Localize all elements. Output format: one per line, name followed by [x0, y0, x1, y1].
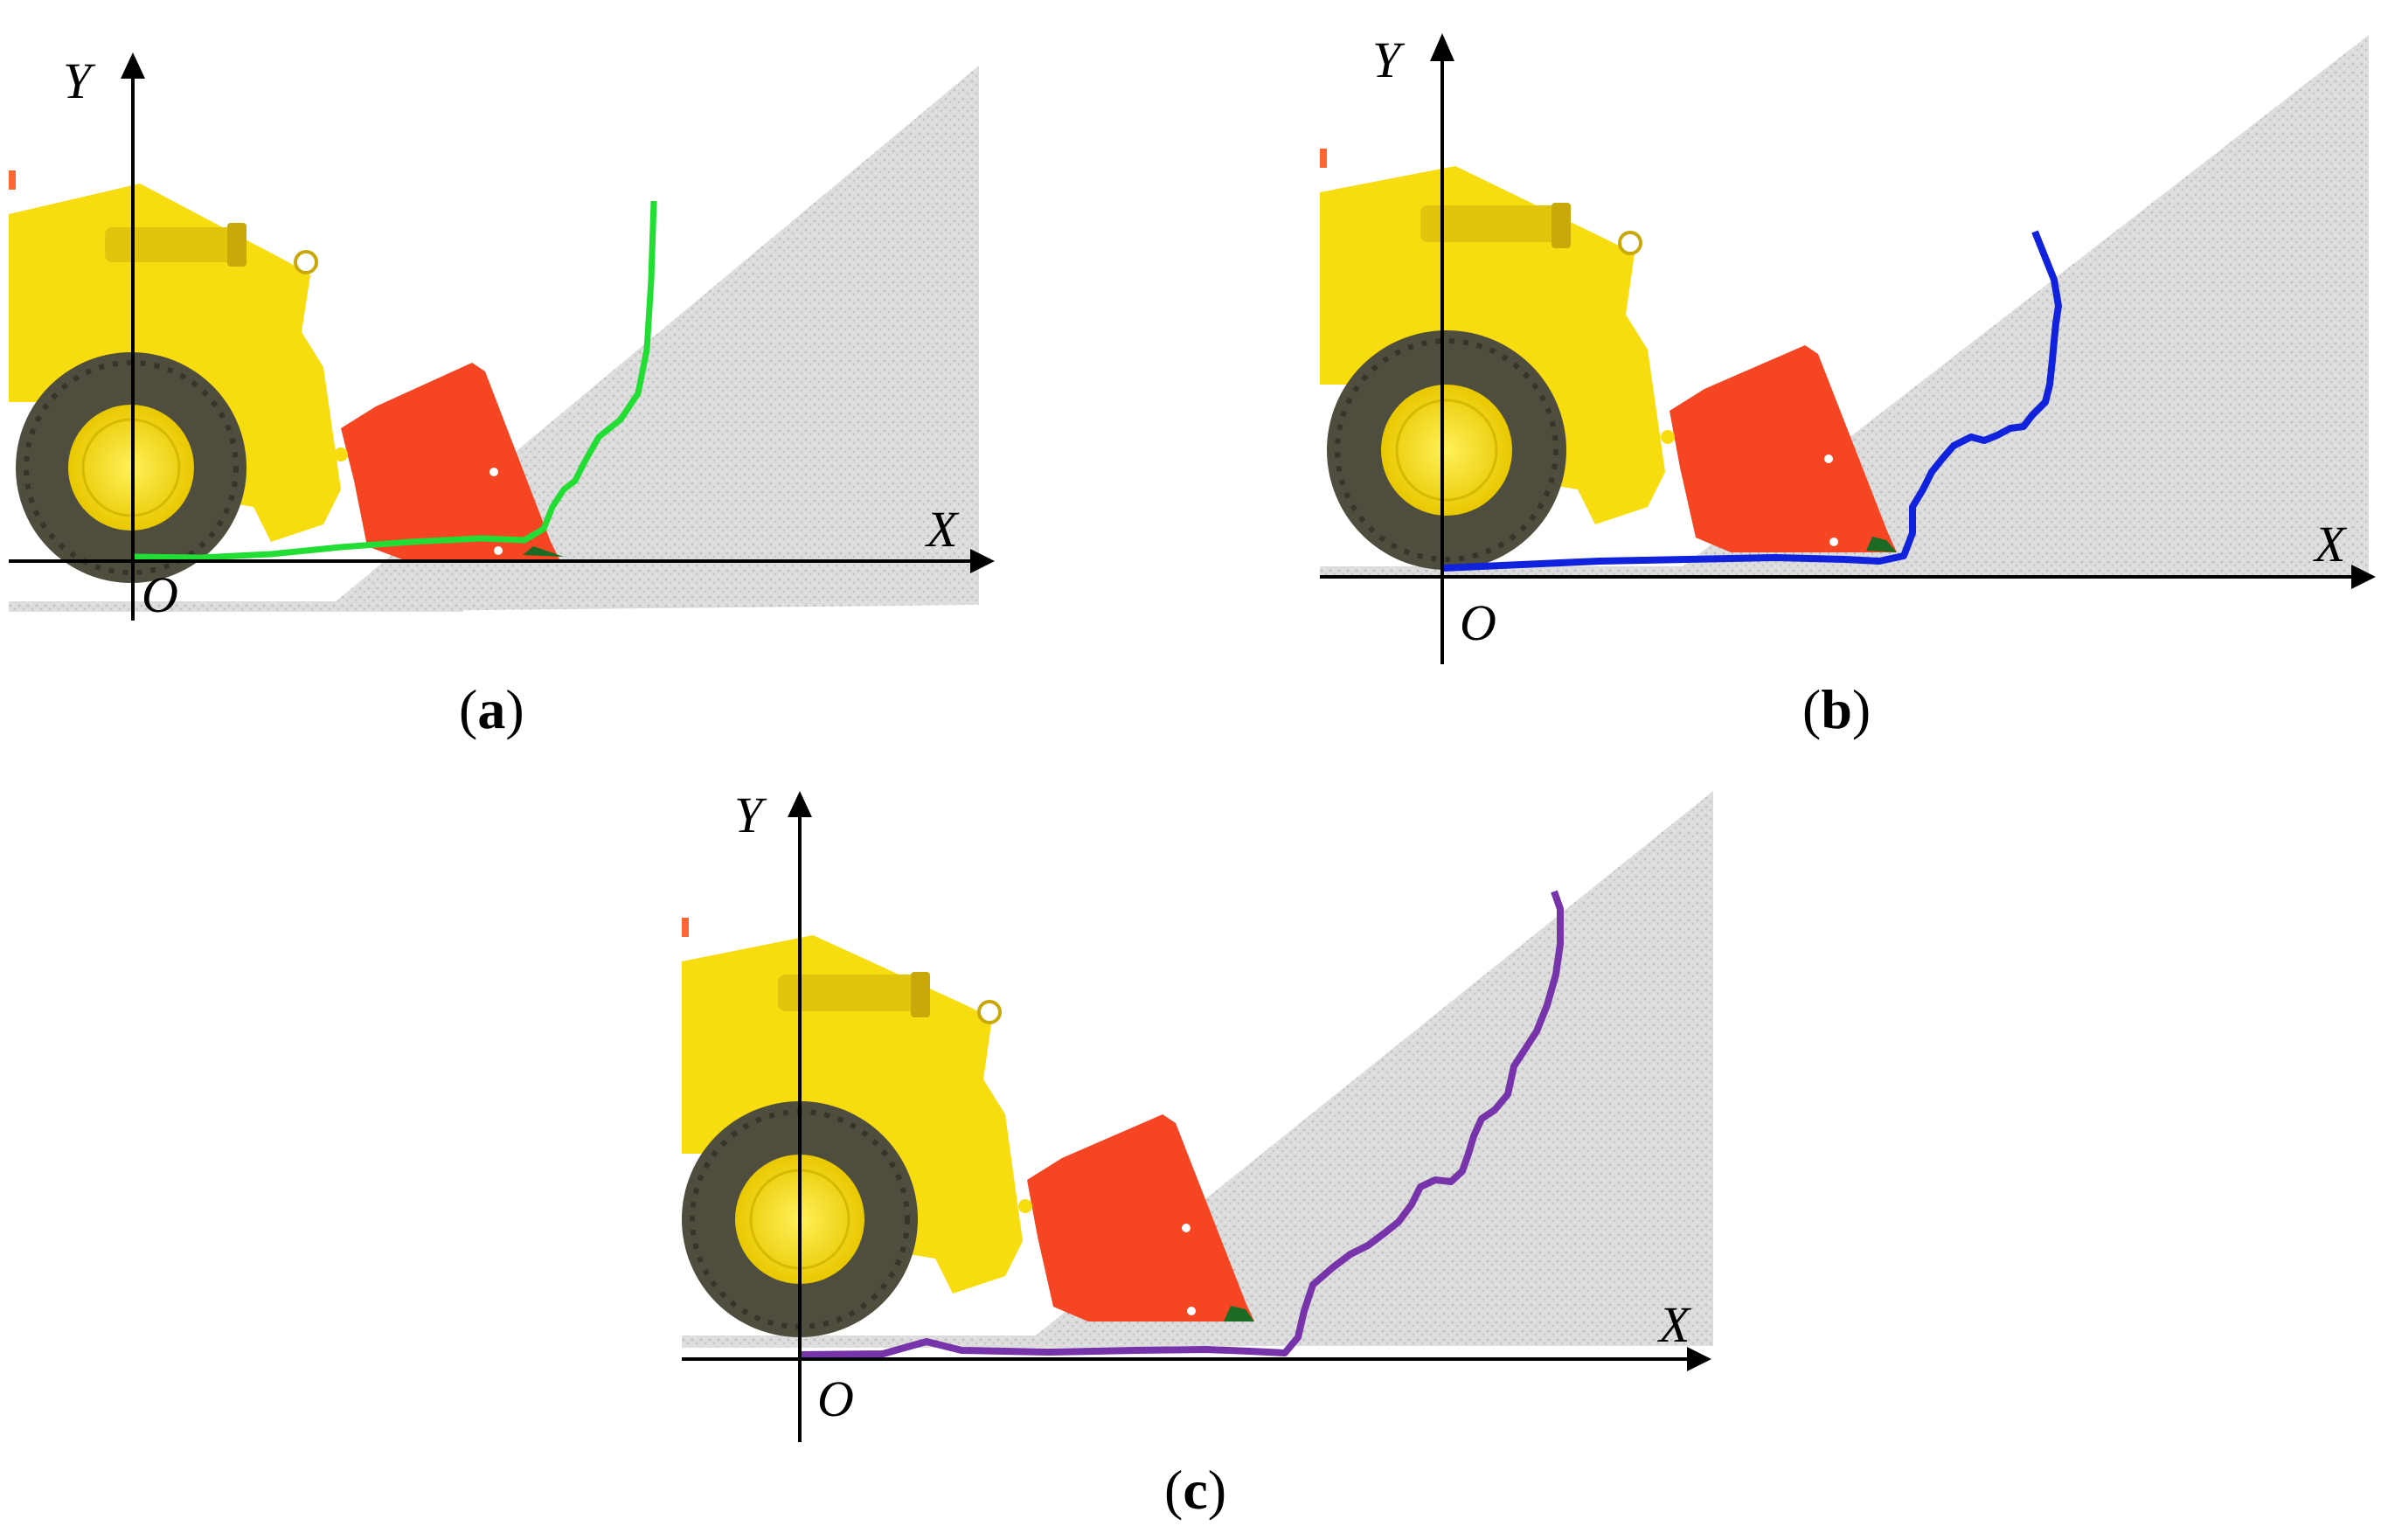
caption-c: (c) — [1164, 1459, 1227, 1521]
panel-b: Y X O — [1320, 17, 2376, 664]
material-pile-base — [9, 601, 463, 612]
tire — [1327, 330, 1566, 570]
bucket-tip-trajectory — [1441, 230, 2062, 572]
bucket-tooth-marker — [523, 546, 564, 557]
origin-label: O — [1460, 594, 1496, 651]
caption-b: (b) — [1802, 678, 1871, 740]
origin-label: O — [817, 1370, 854, 1427]
caption-c-letter: c — [1183, 1459, 1208, 1521]
origin-label: O — [142, 566, 178, 623]
caption-a: (a) — [459, 678, 524, 740]
bucket-tooth-marker — [1224, 1306, 1254, 1321]
x-axis-label: X — [1657, 1296, 1692, 1353]
bucket — [1661, 345, 1897, 552]
panel-a-figure: Y X O — [9, 52, 995, 623]
panel-c-figure: Y X O — [682, 787, 1713, 1442]
bucket — [334, 363, 559, 559]
y-axis-label: Y — [1372, 31, 1406, 88]
x-axis-label: X — [925, 501, 960, 558]
bucket-tooth-marker — [1866, 537, 1897, 552]
panel-c: Y X O — [682, 769, 1713, 1442]
caption-a-letter: a — [477, 678, 506, 740]
caption-b-letter: b — [1821, 678, 1852, 740]
bucket-tip-trajectory — [799, 890, 1564, 1358]
bucket-tip-trajectory — [130, 200, 657, 561]
bucket — [1018, 1114, 1254, 1321]
y-axis-label: Y — [734, 787, 767, 843]
y-axis-label: Y — [63, 52, 96, 109]
panel-a: Y X O — [9, 52, 995, 638]
x-axis-label: X — [2313, 516, 2348, 572]
panel-b-figure: Y X O — [1320, 31, 2376, 664]
